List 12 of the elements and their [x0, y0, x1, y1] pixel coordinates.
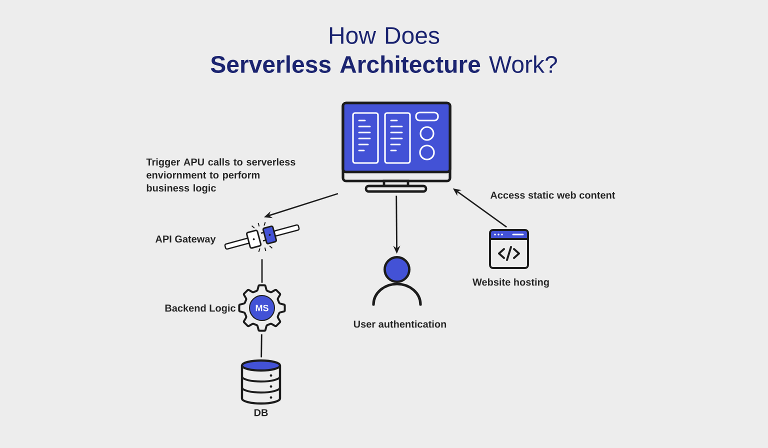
node-label: Backend Logic — [165, 304, 236, 314]
node-label: Website hosting — [472, 278, 549, 288]
monitor-icon — [342, 102, 452, 193]
node-label: DB — [254, 409, 268, 416]
node-label: API Gateway — [155, 235, 216, 245]
edge-label: Trigger APU calls to serverless enviornment to perform business logic — [146, 158, 296, 194]
edge-label: Access static web content — [490, 191, 616, 199]
gear-node: MS — [238, 284, 286, 332]
node-label: User authentication — [354, 320, 446, 328]
connector-line — [260, 334, 262, 358]
connector-line — [261, 259, 263, 283]
title: How Does Serverless Architecture Work? — [210, 27, 557, 73]
